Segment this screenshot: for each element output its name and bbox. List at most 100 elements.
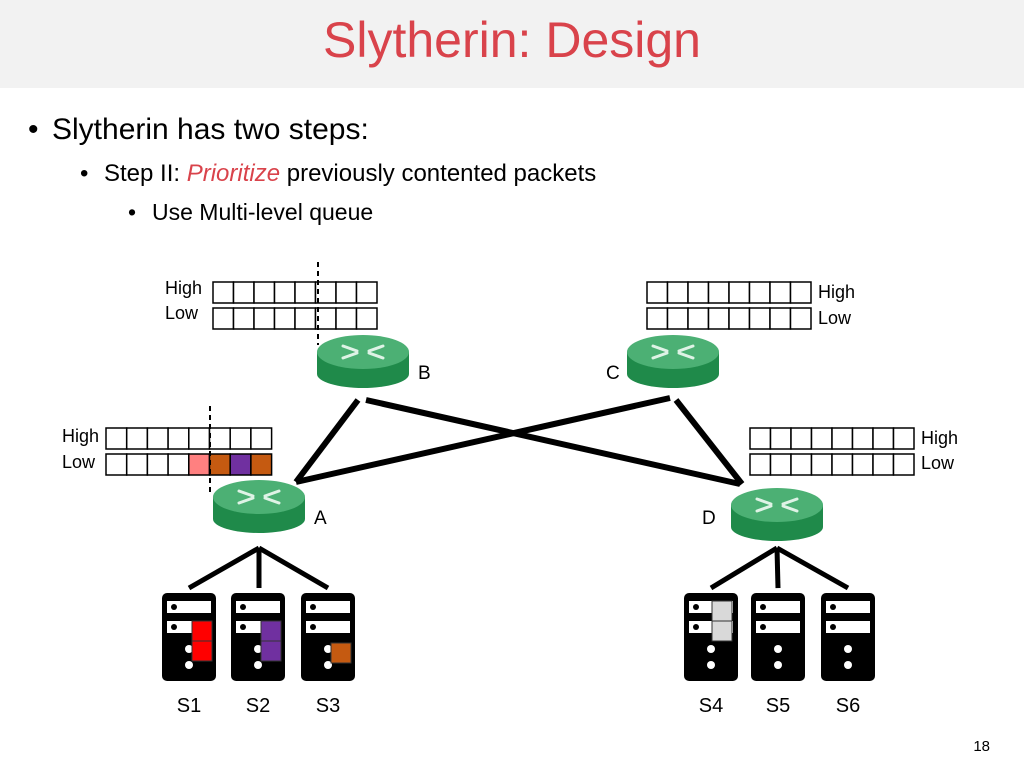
server-led [830, 624, 836, 630]
queue-slot [872, 453, 895, 476]
queue-slot [769, 307, 792, 330]
server-drive [306, 621, 350, 633]
router-arrow [237, 496, 255, 505]
packet [711, 600, 733, 622]
router-arrow [677, 344, 695, 353]
queue-slot [749, 453, 772, 476]
queue-slot [188, 427, 211, 450]
packet [711, 620, 733, 642]
bullet-level-2-prefix: Step II: [104, 160, 187, 187]
server-icon [751, 593, 805, 681]
server-drive [306, 601, 350, 613]
queue-c-low-label: Low [818, 308, 852, 328]
queue-slot [646, 307, 669, 330]
server-button [844, 645, 852, 653]
queue-slot [892, 453, 915, 476]
queue-c-high [646, 281, 812, 304]
queue-b-high [212, 281, 378, 304]
router-arrows-icon [237, 489, 281, 505]
link-a-c [295, 395, 671, 485]
queue-slot [167, 427, 190, 450]
router-arrows-icon [755, 497, 799, 513]
queue-slot [790, 453, 813, 476]
router-arrow [263, 496, 281, 505]
server-label-s3: S3 [316, 695, 340, 717]
queue-slot [125, 453, 149, 476]
server-button [324, 661, 332, 669]
slide-title: Slytherin: Design [323, 12, 701, 68]
queue-slot [748, 281, 771, 304]
server-drive [756, 621, 800, 633]
network-links [187, 395, 850, 591]
queue-slot [646, 281, 669, 304]
queue-slot [188, 453, 211, 476]
router-arrow [755, 497, 773, 506]
bullet-level-3: • Use Multi-level queue [128, 199, 373, 226]
queue-a-low-label: Low [62, 452, 96, 472]
bullet-level-1: • Slytherin has two steps: [28, 113, 369, 147]
bullet-level-1-text: Slytherin has two steps: [52, 113, 369, 146]
queue-slot [851, 427, 874, 450]
server-led [760, 604, 766, 610]
router-top [213, 480, 305, 514]
queue-slot [810, 427, 833, 450]
bullet-level-3-text: Use Multi-level queue [152, 199, 374, 225]
server-s2: S2 [231, 593, 285, 717]
router-label-a: A [314, 508, 327, 529]
server-drive [167, 601, 211, 613]
queue-slot [687, 281, 710, 304]
queue-slot [831, 427, 854, 450]
queue-slot [273, 307, 296, 330]
bullet-marker: • [128, 199, 137, 225]
bullet-marker: • [28, 113, 39, 146]
server-led [760, 624, 766, 630]
queue-slot [212, 281, 235, 304]
router-arrow [367, 351, 385, 360]
queue-slot [208, 453, 231, 476]
link-d-s5 [774, 547, 781, 589]
router-arrow [341, 344, 359, 353]
queue-d-low-label: Low [921, 453, 955, 473]
queue-slot [232, 281, 255, 304]
queue-c-high-label: High [818, 282, 855, 302]
router-arrow [781, 504, 799, 513]
server-icon [821, 593, 875, 681]
link-d-s4 [709, 545, 779, 591]
link-b-d [365, 397, 741, 487]
queue-b-low [212, 307, 378, 330]
server-button [774, 661, 782, 669]
router-arrow [367, 344, 385, 353]
server-button [707, 661, 715, 669]
server-label-s4: S4 [699, 695, 723, 717]
queue-slot [769, 453, 792, 476]
queue-slot [250, 427, 273, 450]
bullet-level-2-suffix: previously contented packets [280, 160, 597, 187]
queue-slot [335, 281, 358, 304]
queue-b-high-label: High [165, 278, 202, 298]
queue-slot [146, 427, 169, 450]
packet [191, 620, 213, 642]
server-button [707, 645, 715, 653]
router-arrow [651, 344, 669, 353]
queue-d-low [749, 453, 915, 476]
queue-slot [229, 453, 252, 476]
bullet-marker: • [80, 160, 89, 187]
router-top [627, 335, 719, 369]
router-arrow [677, 351, 695, 360]
queue-slot [790, 427, 813, 450]
queue-slot [208, 427, 231, 450]
link-a-b [293, 398, 361, 484]
server-button [774, 645, 782, 653]
router-label-d: D [702, 508, 716, 529]
server-led [171, 624, 177, 630]
queue-a-low [105, 453, 273, 476]
link-a-s1 [187, 545, 261, 591]
packet [191, 640, 213, 662]
slide-number: 18 [973, 738, 990, 755]
bullet-level-2-emphasis: Prioritize [186, 160, 281, 187]
link-c-d [673, 398, 745, 486]
queue-slot [687, 307, 710, 330]
queue-slot [892, 427, 915, 450]
